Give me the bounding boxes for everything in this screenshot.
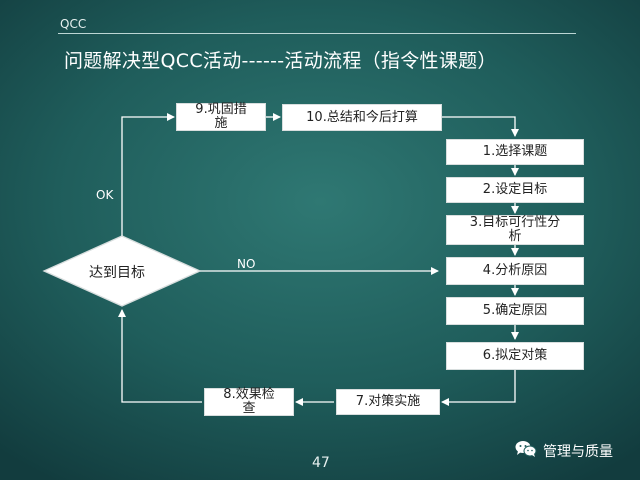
step-10-box: 10.总结和今后打算 xyxy=(282,104,442,131)
step-2-box: 2.设定目标 xyxy=(446,177,584,203)
slide-title: 问题解决型QCC活动------活动流程（指令性课题） xyxy=(64,50,497,72)
step-6-box: 6.拟定对策 xyxy=(446,342,584,370)
step-8-box: 8.效果检 查 xyxy=(204,388,294,416)
decision-diamond xyxy=(42,235,202,307)
brand-name: 管理与质量 xyxy=(543,444,613,460)
edge-8-decision xyxy=(118,309,202,403)
wechat-icon xyxy=(515,440,537,462)
step-1-box: 1.选择课题 xyxy=(446,139,584,165)
edge-6-7 xyxy=(441,370,516,406)
page-number: 47 xyxy=(312,455,330,471)
edge-label-ok: OK xyxy=(96,188,114,202)
step-3-box: 3.目标可行性分 析 xyxy=(446,215,584,245)
header-label: QCC xyxy=(60,17,87,31)
edge-10-1 xyxy=(442,116,519,137)
edge-ok xyxy=(121,113,175,236)
step-4-box: 4.分析原因 xyxy=(446,257,584,285)
edge-label-no: NO xyxy=(237,257,256,271)
step-7-box: 7.对策实施 xyxy=(336,389,440,415)
brand-watermark: 管理与质量 xyxy=(515,440,613,462)
step-5-box: 5.确定原因 xyxy=(446,297,584,325)
header-divider xyxy=(58,33,576,34)
step-9-box: 9.巩固措 施 xyxy=(176,103,266,131)
decision-label: 达到目标 xyxy=(89,265,145,281)
